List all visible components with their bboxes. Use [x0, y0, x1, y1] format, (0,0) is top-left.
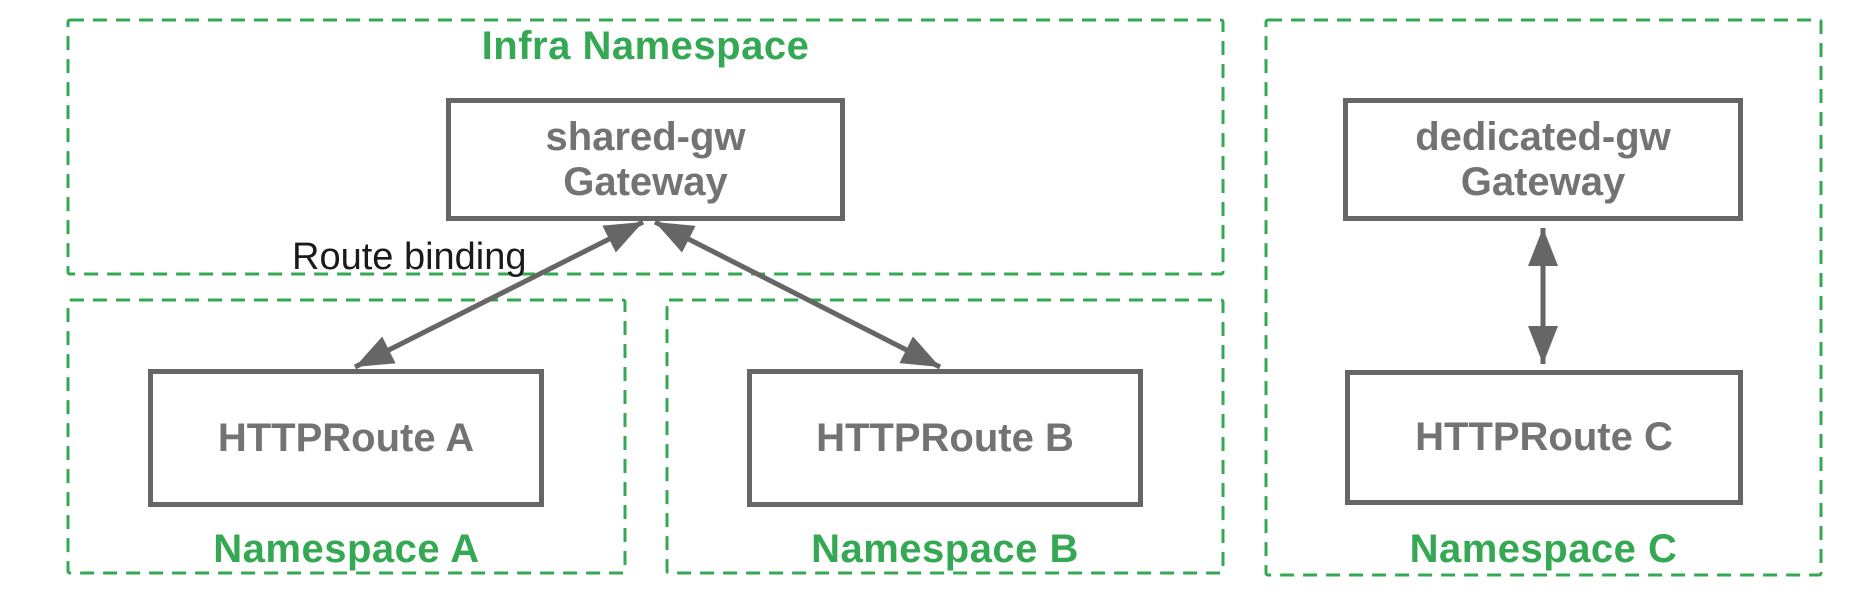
infra-namespace-title: Infra Namespace	[481, 24, 810, 68]
namespace-b-title: Namespace B	[811, 527, 1079, 571]
infra-namespace-border	[66, 18, 1225, 276]
httproute-a-label: HTTPRoute A	[217, 415, 475, 460]
httproute-c-label: HTTPRoute C	[1415, 415, 1673, 459]
namespace-c-title: Namespace C	[1409, 527, 1678, 571]
shared-gateway-kind: Gateway	[563, 159, 728, 204]
dedicated-gateway-name: dedicated-gw	[1415, 114, 1671, 159]
namespace-b-border	[665, 298, 1225, 575]
namespace-c-border	[1264, 18, 1823, 577]
httproute-a-node: HTTPRoute A	[148, 369, 544, 507]
httproute-c-node: HTTPRoute C	[1345, 370, 1743, 505]
dedicated-gateway-kind: Gateway	[1460, 159, 1626, 204]
route-binding-label: Route binding	[292, 236, 527, 278]
route-a-to-shared-gw-arrow	[353, 219, 645, 370]
httproute-b-node: HTTPRoute B	[747, 369, 1143, 507]
shared-gateway-node: shared-gw Gateway	[446, 98, 845, 221]
namespace-a-title: Namespace A	[213, 527, 480, 571]
httproute-b-label: HTTPRoute B	[816, 415, 1074, 460]
shared-gateway-name: shared-gw	[545, 114, 746, 159]
dedicated-gateway-node: dedicated-gw Gateway	[1343, 98, 1743, 221]
namespace-a-border	[66, 298, 627, 575]
route-b-to-shared-gw-arrow	[653, 219, 942, 370]
